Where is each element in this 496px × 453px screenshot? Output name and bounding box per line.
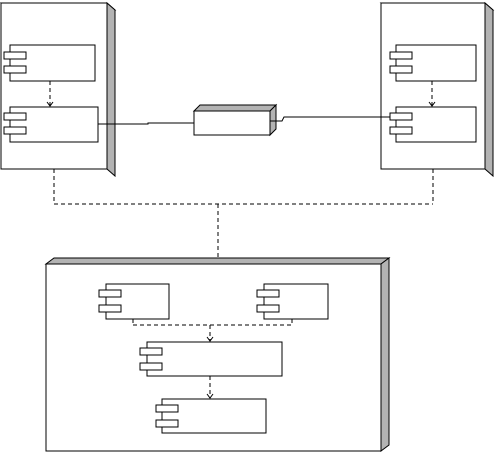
link-tl-to-device bbox=[98, 122, 194, 125]
dependency-b-middle-to-lower bbox=[206, 376, 214, 399]
node-top-right bbox=[379, 1, 495, 178]
component-b-lower bbox=[155, 398, 267, 434]
component-tl-upper bbox=[3, 44, 96, 82]
node-top-left bbox=[0, 1, 117, 178]
dependency-b-left-right-to-middle bbox=[132, 319, 293, 342]
dependency-tl-upper-to-lower bbox=[46, 81, 54, 107]
dependency-tr-upper-to-lower bbox=[428, 81, 436, 107]
dependency-top-nodes-to-bottom bbox=[53, 169, 434, 263]
component-b-right bbox=[256, 283, 329, 320]
component-tl-lower bbox=[3, 106, 99, 143]
device-center bbox=[192, 103, 278, 137]
link-device-to-tr bbox=[270, 116, 390, 122]
component-tr-lower bbox=[389, 106, 477, 143]
component-b-middle bbox=[139, 341, 283, 377]
component-b-left bbox=[98, 283, 170, 320]
component-tr-upper bbox=[389, 44, 477, 82]
